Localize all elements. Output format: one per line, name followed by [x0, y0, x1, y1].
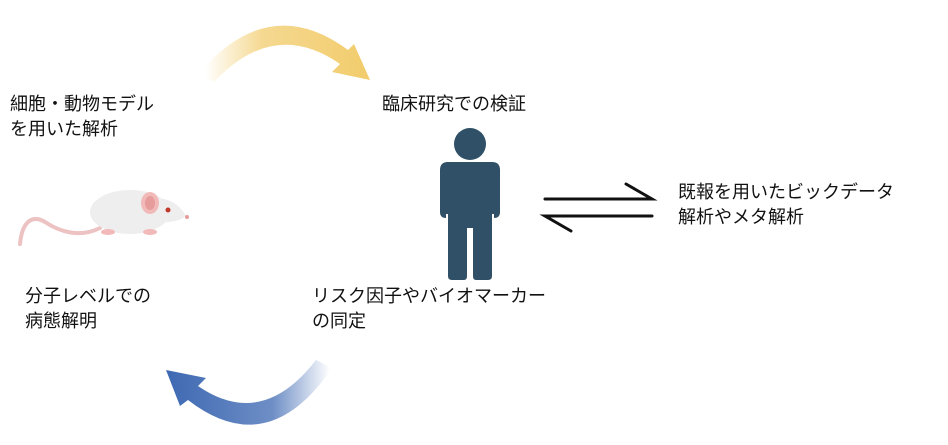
curved-arrow-right-icon [200, 25, 370, 82]
label-cell-animal-model: 細胞・動物モデル を用いた解析 [10, 94, 154, 140]
label-risk-biomarker: リスク因子やバイオマーカー の同定 [312, 286, 546, 332]
equilibrium-arrows-icon [539, 182, 658, 233]
label-bigdata-meta-analysis: 既報を用いたビックデータ 解析やメタ解析 [678, 182, 894, 228]
curved-arrow-left-icon [166, 360, 332, 425]
label-molecular-pathology: 分子レベルでの 病態解明 [25, 286, 151, 332]
person-icon [440, 128, 500, 280]
label-clinical-verification: 臨床研究での検証 [382, 94, 526, 115]
mouse-icon [18, 190, 189, 246]
